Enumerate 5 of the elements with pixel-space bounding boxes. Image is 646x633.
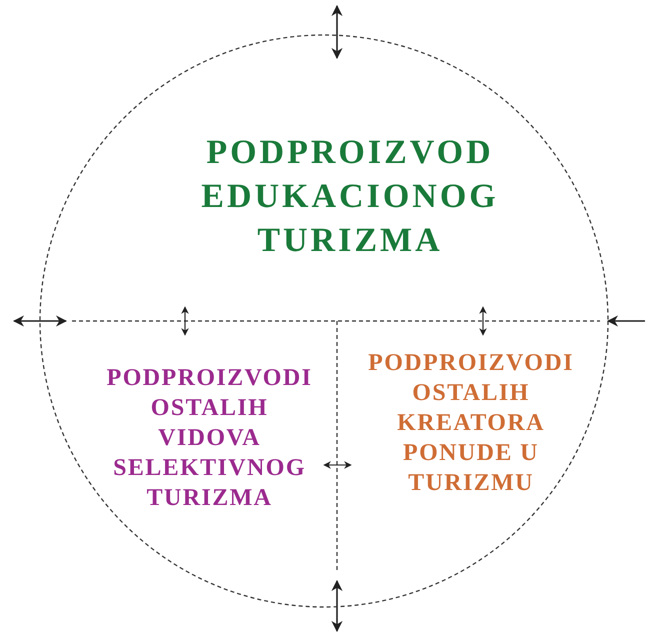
region-title: PODPROIZVODI OSTALIH VIDOVA SELEKTIVNOG TURIZMA <box>106 364 312 513</box>
arrow <box>323 461 352 469</box>
dashed-circle <box>40 35 608 607</box>
region-title: PODPROIZVODI OSTALIH KREATORA PONUDE U TURIZMU <box>368 349 574 498</box>
region-title: PODPROIZVOD EDUKACIONOG TURIZMA <box>201 133 499 261</box>
